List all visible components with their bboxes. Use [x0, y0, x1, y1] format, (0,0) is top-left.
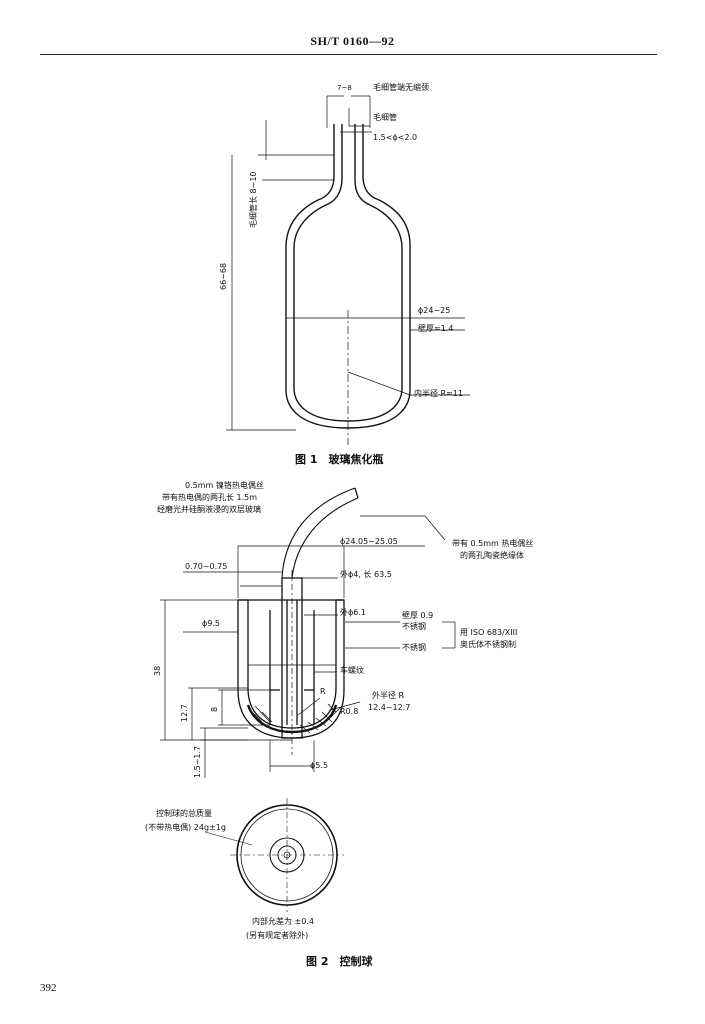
outer-d61-dim: 外ϕ6.1	[340, 608, 366, 617]
header-rule	[40, 54, 657, 55]
insulator-note-1: 带有 0.5mm 热电偶丝	[452, 539, 534, 548]
dim-8: 8	[210, 706, 219, 712]
page-header: SH/T 0160—92	[310, 34, 395, 48]
page-number: 392	[40, 982, 57, 994]
stainless-label-2: 不锈钢	[402, 643, 426, 652]
inner-radius-dim: 内半径 R≈11	[414, 389, 463, 398]
iso-note-1: 用 ISO 683/XIII	[460, 628, 518, 637]
inner-d95-dim: ϕ9.5	[202, 619, 220, 628]
mass-note-2: (不带热电偶) 24g±1g	[145, 823, 226, 832]
stainless-label-1: 不锈钢	[402, 622, 426, 631]
capillary-label: 毛细管	[373, 113, 397, 122]
r08-dim: R0.8	[340, 707, 359, 716]
capillary-diameter: 1.5<ϕ<2.0	[373, 133, 418, 142]
bottom-thickness-dim: 1.5~1.7	[193, 745, 202, 778]
body-diameter-dim: ϕ24~25	[418, 306, 451, 315]
top-width-dim: 7~8	[337, 84, 352, 92]
iso-note-2: 奥氏体不锈钢制	[460, 640, 516, 649]
thread-label: 车螺纹	[340, 666, 364, 675]
outer-diameter-dim: ϕ24.05~25.05	[340, 537, 398, 546]
top-gap-dim: 0.70~0.75	[185, 562, 228, 571]
flask-inner-outline	[293, 124, 403, 422]
tolerance-note-2: (另有规定者除外)	[246, 931, 309, 940]
r-label: R	[320, 687, 326, 696]
tolerance-note-1: 内部允差为 ±0.4	[252, 917, 314, 926]
figure-2-caption: 图 2 控制球	[306, 955, 373, 968]
outer-radius-label-2: 12.4~12.7	[368, 703, 411, 712]
figure-1-caption: 图 1 玻璃焦化瓶	[295, 453, 384, 466]
thermocouple-label-2: 带有热电偶的两孔长 1.5m	[162, 493, 258, 502]
thermocouple-label-1: 0.5mm 镍铬热电偶丝	[185, 481, 264, 490]
wall-09-dim: 壁厚 0.9	[402, 611, 434, 620]
height-38-dim: 38	[153, 665, 162, 676]
dim-12-7: 12.7	[180, 704, 189, 722]
tube-spec-dim: 外ϕ4, 长 63.5	[340, 570, 392, 579]
bottom-d55-dim: ϕ5.5	[310, 761, 328, 770]
mass-note-1: 控制球的总质量	[156, 809, 212, 818]
insulator-note-2: 的两孔陶瓷绝缘体	[460, 551, 524, 560]
thermocouple-label-3: 经磨光并硅酮液浸的双层玻璃	[157, 505, 261, 514]
outer-radius-label-1: 外半径 R	[372, 691, 405, 700]
capillary-wall-label: 毛细管端无缩颈	[373, 83, 429, 92]
wall-thickness-dim: 壁厚≈1.4	[418, 324, 454, 333]
